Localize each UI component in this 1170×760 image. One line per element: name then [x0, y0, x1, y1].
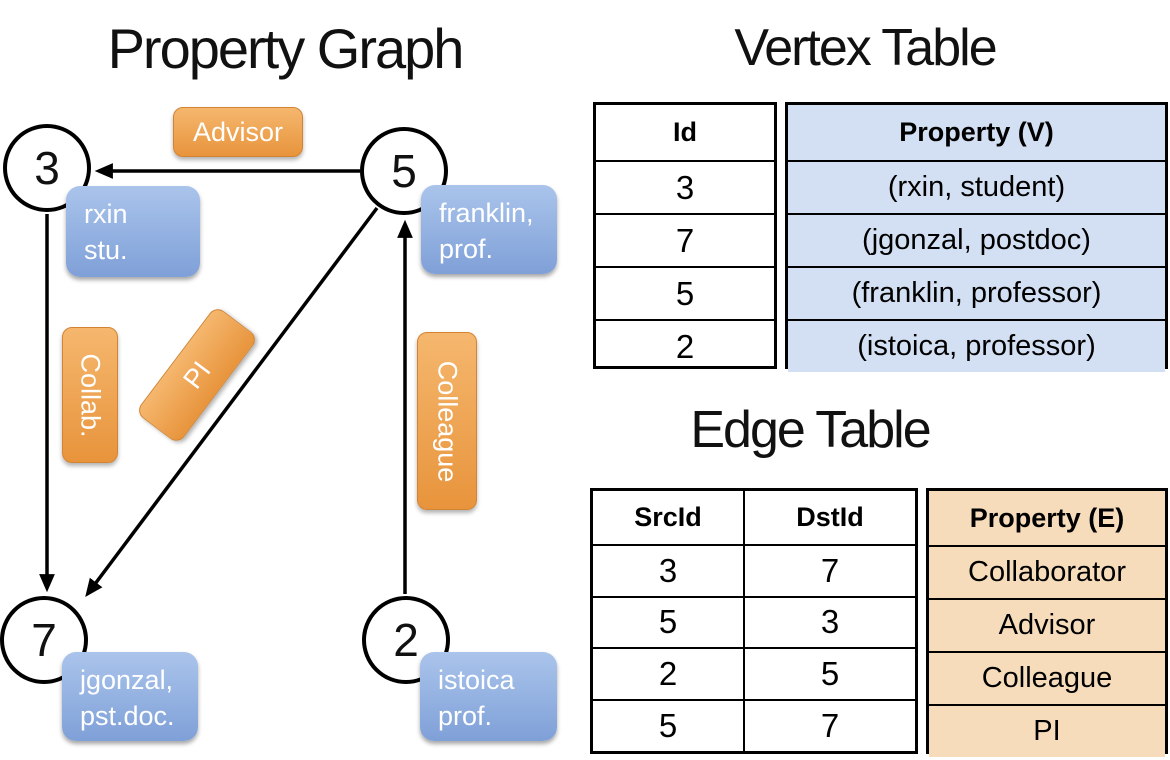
vertex-node-id: 2	[393, 614, 419, 666]
vertex-table-cell-property: (franklin, professor)	[788, 266, 1165, 319]
property-graph-title: Property Graph	[107, 17, 465, 80]
vertex-table-title: Vertex Table	[734, 19, 997, 77]
edge-table-cell-srcid: 5	[593, 699, 743, 751]
edge-table-cell-property: Colleague	[929, 651, 1165, 704]
vertex-table-cell-property: (rxin, student)	[788, 160, 1165, 213]
vertex-table-cell-id: 2	[596, 319, 774, 372]
edge-table-cell-property: PI	[929, 704, 1165, 757]
edge-label-text: PI	[176, 355, 217, 394]
vertex-property-box-jgonzal: jgonzal, pst.doc.	[62, 652, 198, 741]
edge-table-id-columns: SrcId 3 5 2 5 DstId 7 3 5 7	[590, 488, 918, 754]
vertex-table-property-column: Property (V) (rxin, student) (jgonzal, p…	[785, 102, 1168, 372]
edge-table-cell-srcid: 2	[593, 647, 743, 699]
edge-table-cell-srcid: 5	[593, 595, 743, 648]
vertex-node-id: 5	[391, 145, 417, 197]
edge-pi-5-to-7	[85, 206, 379, 598]
edge-label-text: Advisor	[192, 116, 284, 147]
vertex-table-header-property: Property (V)	[788, 105, 1165, 160]
vertex-node-id: 3	[34, 142, 60, 194]
edge-table-cell-property: Advisor	[929, 598, 1165, 651]
edge-table-cell-srcid: 3	[593, 543, 743, 596]
vertex-node-2: 2	[362, 596, 450, 684]
edge-table-title: Edge Table	[690, 401, 931, 459]
vertex-table-cell-id: 7	[596, 213, 774, 266]
edge-label-advisor: Advisor	[173, 107, 303, 157]
vertex-node-id: 7	[31, 614, 57, 666]
edge-label-text: Collab.	[75, 352, 106, 438]
vertex-table-cell-property: (jgonzal, postdoc)	[788, 213, 1165, 266]
vertex-table-id-column: Id 3 7 5 2	[593, 102, 777, 369]
edge-table-cell-dstid: 7	[745, 543, 915, 596]
vertex-table-cell-property: (istoica, professor)	[788, 319, 1165, 372]
edge-table-property-column: Property (E) Collaborator Advisor Collea…	[926, 488, 1168, 757]
vertex-property-box-istoica: istoica prof.	[420, 652, 557, 741]
edge-table-dstid-column: DstId 7 3 5 7	[743, 491, 915, 751]
edge-label-colleague: Colleague	[417, 332, 477, 510]
edge-table-cell-dstid: 5	[745, 647, 915, 699]
graph-edges-layer	[39, 163, 413, 598]
edge-table-header-dstid: DstId	[796, 501, 864, 532]
edge-table-cell-dstid: 3	[745, 595, 915, 648]
edge-table-srcid-column: SrcId 3 5 2 5	[593, 491, 743, 751]
edge-table-header-property: Property (E)	[929, 491, 1165, 545]
edge-table-cell-dstid: 7	[745, 699, 915, 751]
vertex-property-box-franklin: franklin, prof.	[421, 185, 557, 274]
vertex-table-cell-id: 3	[596, 160, 774, 213]
vertex-node-5: 5	[360, 127, 448, 215]
vertex-table-header-id: Id	[673, 117, 697, 147]
edge-table-cell-property: Collaborator	[929, 545, 1165, 598]
vertex-table-cell-id: 5	[596, 266, 774, 319]
edge-label-text: Colleague	[432, 360, 463, 482]
vertex-property-box-rxin: rxin stu.	[66, 186, 200, 277]
edge-label-collab: Collab.	[62, 327, 118, 463]
edge-table-header-srcid: SrcId	[634, 501, 702, 532]
